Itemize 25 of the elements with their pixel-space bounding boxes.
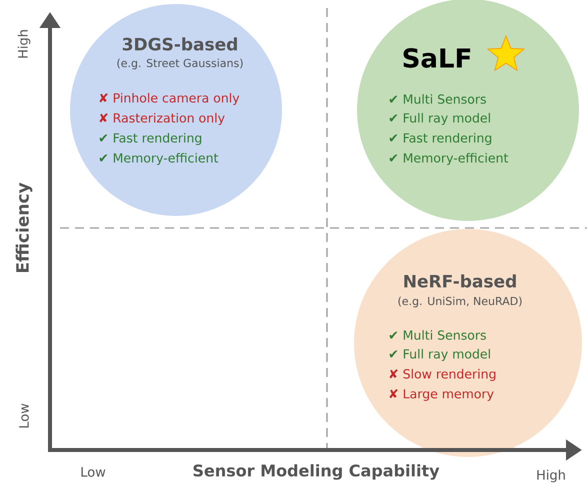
axis-tick-label: High [537,470,565,482]
feature-item: ✔ Full ray model [390,348,490,362]
heading: NeRF-based [404,274,516,288]
feature-item: ✘ Pinhole camera only [100,92,240,106]
feature-item: ✘ Rasterization only [100,112,225,126]
feature-item: ✔ Fast rendering [100,132,202,146]
axis-title: Efficiency [16,182,32,272]
heading: 3DGS-based [122,37,237,51]
feature-item: ✔ Multi Sensors [390,330,486,340]
axis-tick-label: Low [19,404,29,428]
feature-item: ✔ Multi Sensors [390,94,486,104]
axis-title: Sensor Modeling Capability [194,464,440,480]
feature-item: ✔ Fast rendering [390,132,492,146]
example-note: (e.g. Street Gaussians) [117,58,243,70]
feature-item: ✔ Memory-efficient [390,152,508,166]
feature-item: ✘ Large memory [390,389,494,401]
feature-item: ✘ Slow rendering [390,368,496,382]
axis-tick-label: High [18,30,30,58]
method-circle [354,229,582,457]
axis-tick-label: Low [81,467,106,477]
feature-item: ✔ Full ray model [390,112,490,126]
method-circle [70,4,282,216]
heading: SaLF [404,48,470,68]
feature-item: ✔ Memory-efficient [100,152,218,166]
example-note: (e.g. UniSim, NeuRAD) [398,296,522,308]
